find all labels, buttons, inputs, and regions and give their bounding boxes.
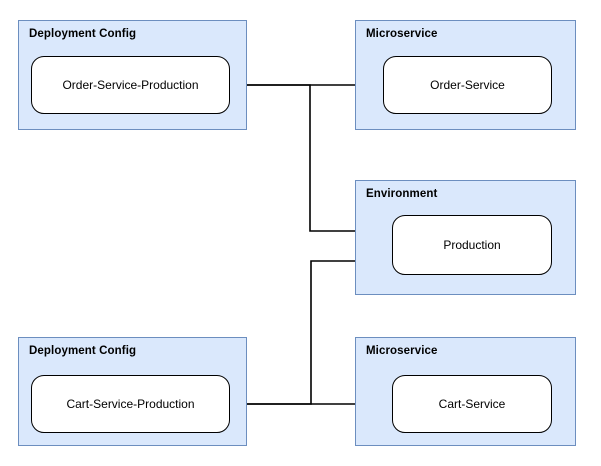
node-label: Production	[443, 238, 501, 252]
node-label: Order-Service	[430, 78, 505, 92]
node-order-service[interactable]: Order-Service	[383, 56, 552, 114]
group-title: Deployment Config	[29, 345, 137, 357]
node-production[interactable]: Production	[392, 215, 552, 275]
group-title: Microservice	[366, 345, 438, 357]
node-label: Cart-Service-Production	[66, 397, 195, 411]
node-cart-service-production[interactable]: Cart-Service-Production	[31, 375, 230, 433]
group-title: Environment	[366, 188, 438, 200]
group-title: Deployment Config	[29, 28, 137, 40]
node-label: Cart-Service	[438, 397, 506, 411]
group-title: Microservice	[366, 28, 438, 40]
node-order-service-production[interactable]: Order-Service-Production	[31, 56, 230, 114]
node-label: Order-Service-Production	[62, 78, 199, 92]
node-cart-service[interactable]: Cart-Service	[392, 375, 552, 433]
